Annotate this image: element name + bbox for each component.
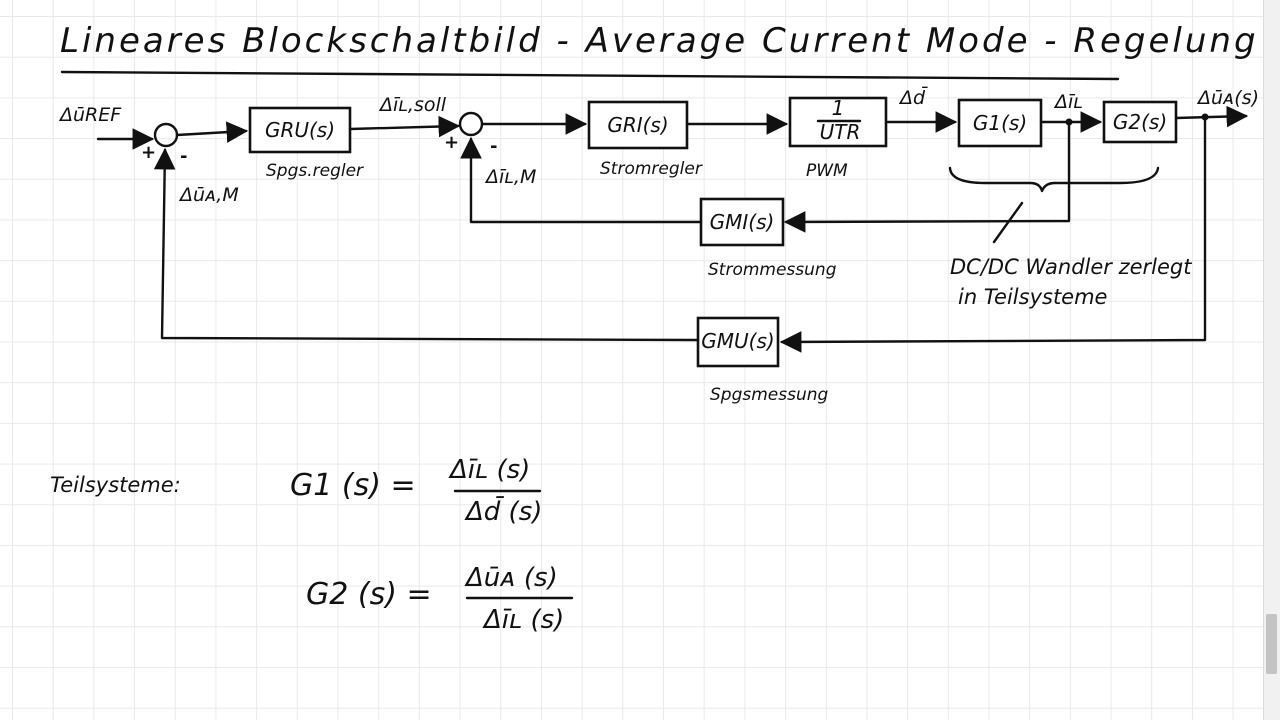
- caption-voltage-measurement: Spgsmessung: [710, 385, 829, 405]
- subsystems-label: Teilsysteme:: [50, 473, 181, 497]
- block-g2-label: G2(s): [1113, 110, 1167, 134]
- note-converter-line1: DC/DC Wandler zerlegt: [950, 255, 1192, 279]
- title-underline: [60, 70, 1120, 81]
- block-current-measurement: [699, 197, 785, 247]
- signal-i-meas: Δīʟ,M: [484, 166, 536, 188]
- voltage-feedback-line-a: [779, 115, 1207, 353]
- sign-plus-current: +: [444, 132, 459, 153]
- scrollbar-thumb[interactable]: [1266, 614, 1277, 674]
- voltage-feedback-line-b: [153, 147, 700, 342]
- block-gmi-label: GMI(s): [710, 210, 775, 234]
- g1-numerator: Δīʟ (s): [448, 455, 530, 485]
- signal-u-ref: ΔūREF: [58, 104, 122, 126]
- signal-duty: Δd̄: [898, 85, 928, 109]
- summing-junction-voltage: [153, 122, 179, 148]
- sign-minus-voltage: -: [180, 146, 187, 167]
- signal-inductor-current: Δīʟ: [1053, 91, 1083, 113]
- g1-equation-lhs: G1 (s) =: [290, 468, 416, 503]
- block-g1-label: G1(s): [973, 111, 1027, 135]
- note-converter-line2: in Teilsysteme: [958, 285, 1107, 309]
- output-line: [1174, 105, 1249, 128]
- vertical-scrollbar[interactable]: [1263, 0, 1280, 720]
- caption-voltage-controller: Spgs.regler: [266, 161, 364, 181]
- block-pwm-denominator: UTR: [820, 120, 861, 144]
- block-pwm-numerator: 1: [832, 96, 845, 120]
- converter-brace: [948, 166, 1160, 193]
- current-feedback-line-a: [783, 120, 1071, 233]
- g1-denominator: Δd̄ (s): [464, 495, 542, 527]
- signal-i-soll: Δīʟ,soll: [378, 94, 447, 116]
- g2-denominator: Δīʟ (s): [482, 605, 564, 635]
- brace-pointer: [992, 201, 1024, 244]
- block-gru-label: GRU(s): [265, 118, 335, 142]
- block-gmu-label: GMU(s): [701, 329, 774, 353]
- diagram-title: Lineares Blockschaltbild - Average Curre…: [60, 21, 1259, 61]
- sign-minus-current: -: [490, 136, 497, 157]
- signal-output-voltage: Δūᴀ(s): [1196, 87, 1259, 109]
- caption-current-controller: Stromregler: [600, 159, 703, 179]
- line-sum1-to-gru: [175, 121, 249, 143]
- signal-u-meas: Δūᴀ,M: [178, 184, 239, 206]
- line-gru-to-sum2: [348, 115, 461, 138]
- block-gri-label: GRI(s): [607, 113, 668, 137]
- summing-junction-current: [458, 111, 484, 137]
- g2-equation-lhs: G2 (s) =: [306, 577, 432, 612]
- g2-numerator: Δūᴀ (s): [464, 563, 558, 593]
- block-voltage-measurement: [696, 316, 780, 368]
- caption-pwm: PWM: [806, 161, 848, 181]
- block-g2: [1102, 100, 1178, 144]
- current-feedback-line-b: [460, 136, 703, 224]
- sign-plus-voltage: +: [141, 142, 156, 163]
- caption-current-measurement: Strommessung: [708, 260, 837, 280]
